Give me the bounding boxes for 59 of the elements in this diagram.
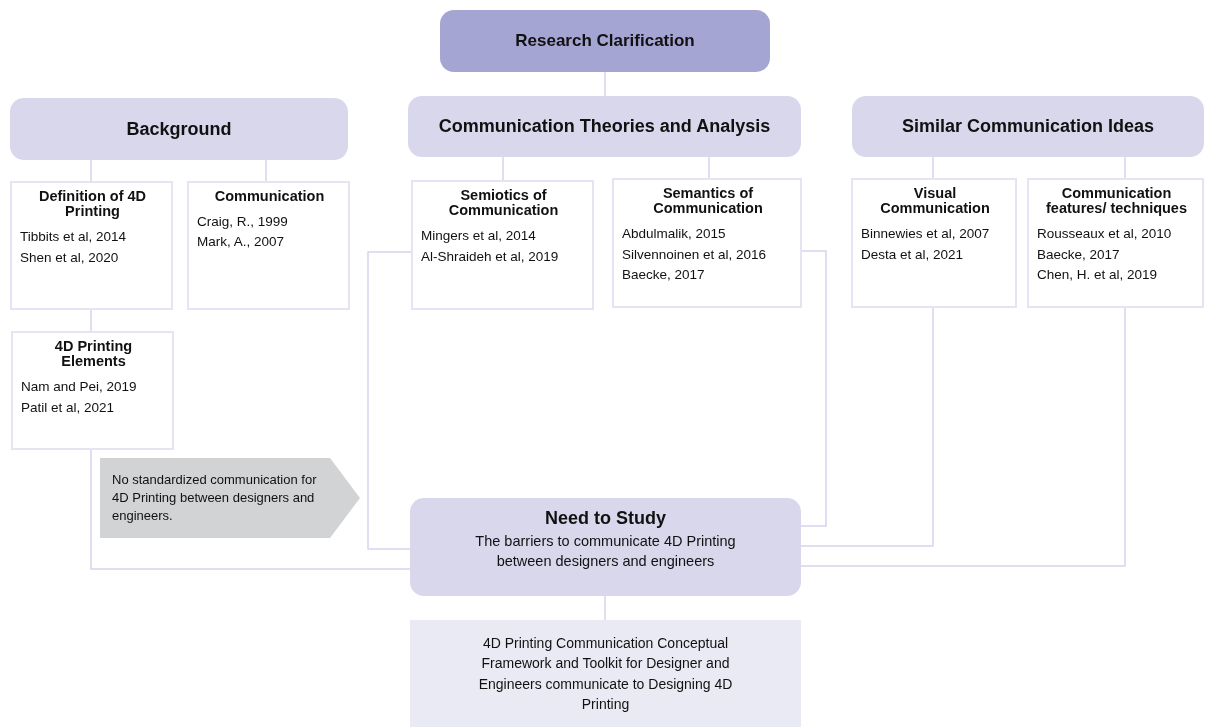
- box-heading: Communication Theories and Analysis: [438, 116, 771, 137]
- box-heading: Similar Communication Ideas: [901, 116, 1155, 137]
- reference-card: [11, 331, 174, 450]
- box-heading: Need to Study: [545, 508, 666, 529]
- reference-card: [851, 178, 1017, 308]
- reference-text: Baecke, 2017: [1037, 245, 1121, 264]
- reference-text: Baecke, 2017: [622, 265, 706, 284]
- reference-text: Patil et al, 2021: [21, 398, 116, 417]
- box-heading: Research Clarification: [515, 31, 695, 51]
- connector-line: [90, 159, 92, 182]
- reference-text: Shen et al, 2020: [20, 248, 120, 267]
- connector-line: [367, 251, 412, 550]
- connector-line: [800, 250, 827, 527]
- reference-card: [10, 181, 173, 310]
- connector-line: [90, 449, 411, 570]
- reference-card: [187, 181, 350, 310]
- card-heading: Communication: [213, 189, 326, 205]
- connector-line: [800, 307, 1126, 567]
- reference-card: [612, 178, 802, 308]
- callout-arrow: [100, 458, 360, 538]
- connector-line: [265, 159, 267, 182]
- connector-line: [502, 156, 504, 181]
- connector-line: [604, 595, 606, 621]
- card-heading: Definition of 4D Printing: [37, 189, 148, 220]
- category-box: [408, 96, 801, 157]
- card-heading: Semiotics of Communication: [447, 188, 560, 219]
- title-box: [440, 10, 770, 72]
- reference-text: Nam and Pei, 2019: [21, 378, 138, 397]
- reference-text: Abdulmalik, 2015: [622, 225, 727, 244]
- card-heading: Semantics of Communication: [652, 186, 764, 217]
- reference-text: Mark, A., 2007: [197, 233, 286, 252]
- connector-line: [1124, 156, 1126, 179]
- connector-line: [932, 156, 934, 179]
- outcome-box: [410, 620, 801, 727]
- reference-text: Chen, H. et al, 2019: [1037, 265, 1159, 284]
- reference-text: Binnewies et al, 2007: [861, 225, 991, 244]
- box-description: The barriers to communicate 4D Printing between designers and engineers: [474, 532, 737, 571]
- reference-text: Mingers et al, 2014: [421, 227, 537, 246]
- focus-box: [410, 498, 801, 596]
- category-box: [852, 96, 1204, 157]
- reference-text: Rousseaux et al, 2010: [1037, 225, 1173, 244]
- reference-text: Craig, R., 1999: [197, 213, 289, 232]
- box-text: 4D Printing Communication Conceptual Framework and Toolkit for Designer and Engineers communicate to Designing 4D Printing: [477, 633, 734, 714]
- connector-line: [800, 307, 934, 547]
- reference-text: Al-Shraideh et al, 2019: [421, 247, 560, 266]
- card-heading: 4D Printing Elements: [53, 339, 134, 370]
- connector-line: [90, 309, 92, 332]
- reference-text: Tibbits et al, 2014: [20, 228, 128, 247]
- reference-card: [1027, 178, 1204, 308]
- box-text: No standardized communication for 4D Printing between designers and engineers.: [112, 470, 318, 526]
- category-box: [10, 98, 348, 160]
- card-heading: Communication features/ techniques: [1045, 186, 1188, 217]
- box-heading: Background: [126, 118, 232, 140]
- connector-line: [708, 156, 710, 179]
- reference-text: Desta et al, 2021: [861, 245, 965, 264]
- connector-line: [604, 71, 606, 97]
- card-heading: Visual Communication: [879, 186, 991, 217]
- reference-card: [411, 180, 594, 310]
- reference-text: Silvennoinen et al, 2016: [622, 245, 768, 264]
